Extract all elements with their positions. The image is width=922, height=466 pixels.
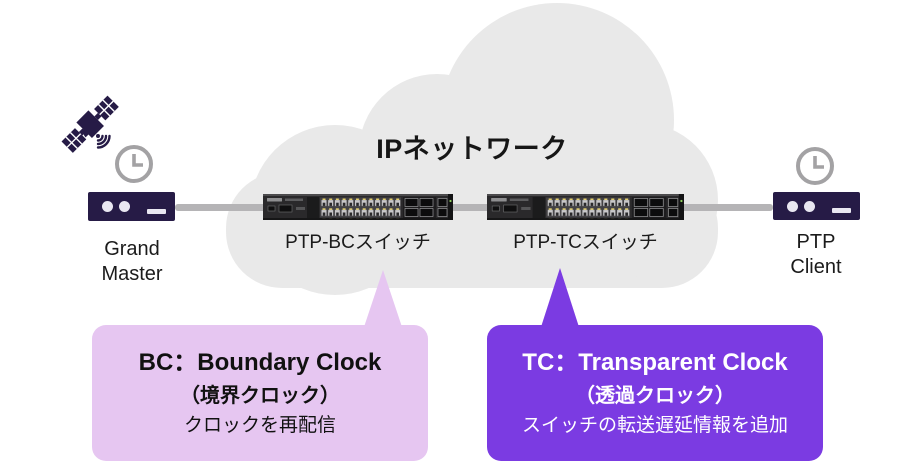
tc-callout-subtitle: （透過クロック） [575, 385, 735, 407]
satellite-icon [61, 95, 119, 153]
ptp-client-label: PTP Client [790, 231, 842, 278]
ptp-bc-switch-device [263, 194, 453, 220]
tc-callout-tail [541, 268, 579, 327]
device-led [119, 201, 130, 212]
device-led [102, 201, 113, 212]
bc-callout: BC：Boundary Clock （境界クロック） クロックを再配信 [92, 325, 428, 461]
tc-callout: TC：Transparent Clock （透過クロック） スイッチの転送遅延情… [487, 325, 823, 461]
grand-master-device [88, 192, 175, 221]
bc-callout-tail [364, 270, 402, 327]
ptp-tc-switch-device [487, 194, 684, 220]
device-slot [832, 208, 851, 213]
bc-callout-subtitle: （境界クロック） [180, 385, 340, 407]
network-link-line [175, 204, 773, 211]
device-led [804, 201, 815, 212]
tc-callout-title: TC：Transparent Clock [522, 349, 788, 376]
ptp-bc-switch-label: PTP-BCスイッチ [285, 232, 431, 253]
tc-callout-description: スイッチの転送遅延情報を追加 [521, 415, 788, 436]
grand-master-label: Grand Master [101, 238, 163, 285]
ip-network-label: IPネットワーク [376, 134, 568, 164]
ptp-tc-switch-label: PTP-TCスイッチ [513, 232, 658, 253]
device-slot [147, 209, 166, 214]
bc-callout-description: クロックを再配信 [183, 415, 336, 436]
ptp-client-device [773, 192, 860, 220]
clock-icon [796, 147, 834, 185]
bc-callout-title: BC：Boundary Clock [138, 349, 382, 376]
device-led [787, 201, 798, 212]
clock-icon [115, 145, 153, 183]
